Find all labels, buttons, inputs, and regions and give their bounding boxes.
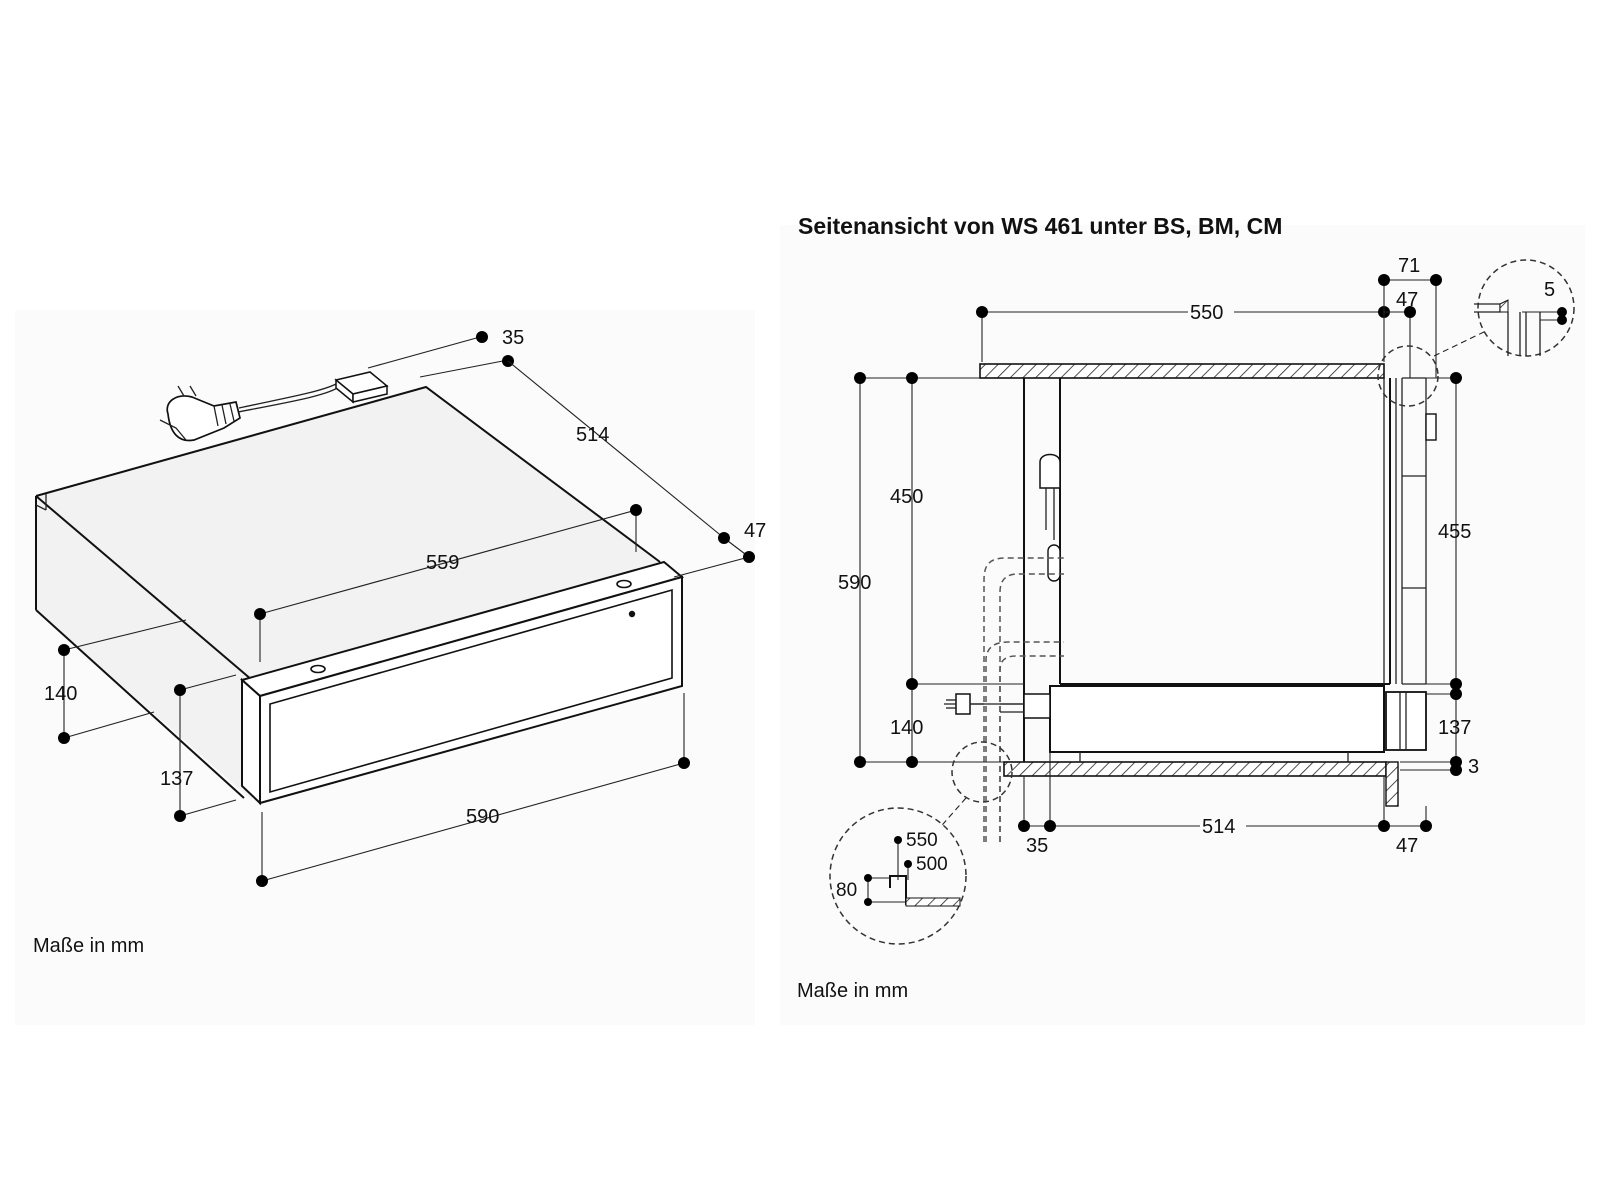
dim-140-left: 140 [44, 619, 187, 744]
isometric-view: 35 514 47 559 140 [33, 327, 766, 957]
dim-137-left: 137 [160, 674, 237, 822]
dashed-duct [983, 557, 1064, 842]
label-514-bottom: 514 [1202, 816, 1235, 838]
countertop-hatched [979, 363, 1385, 379]
label-47-top: 47 [1396, 289, 1418, 311]
units-note-right: Maße in mm [797, 980, 908, 1002]
label-47-bottom: 47 [1396, 835, 1418, 857]
label-514: 514 [576, 424, 609, 446]
dim-455-137-3-vertical: 455 137 3 [1400, 372, 1479, 778]
detail-label-500: 500 [916, 854, 948, 875]
label-590-left: 590 [466, 806, 499, 828]
dim-35-514-47-bottom: 514 35 47 [1018, 752, 1432, 857]
detail-label-80: 80 [836, 880, 857, 901]
dim-590-vertical: 590 [838, 372, 1004, 768]
detail-circle-top: 5 [1377, 259, 1575, 407]
oven-connector [1039, 453, 1061, 582]
label-559: 559 [426, 552, 459, 574]
oven-door [1383, 377, 1437, 685]
label-590-right: 590 [838, 572, 871, 594]
side-view: Seitenansicht von WS 461 unter BS, BM, C… [797, 213, 1575, 1002]
label-35: 35 [502, 327, 524, 349]
dim-71-47-top: 71 47 [1378, 255, 1442, 378]
dim-450-140-vertical: 450 140 [890, 372, 1024, 768]
label-5: 5 [1544, 279, 1555, 301]
drawer-housing [35, 385, 661, 800]
label-35-bottom: 35 [1026, 835, 1048, 857]
side-plug-icon [944, 693, 1051, 719]
dim-514-depth: 514 [507, 360, 725, 539]
label-140-right: 140 [890, 717, 923, 739]
detail-circle-bottom: 550 500 80 [829, 741, 1013, 945]
units-note-left: Maße in mm [33, 935, 144, 957]
indicator-light [628, 610, 636, 618]
detail-label-550: 550 [906, 830, 938, 851]
label-47-left: 47 [744, 520, 766, 542]
label-137-left: 137 [160, 768, 193, 790]
dim-559-width: 559 [254, 504, 642, 662]
side-view-title: Seitenansicht von WS 461 unter BS, BM, C… [798, 213, 1282, 239]
front-knob-left [310, 664, 326, 674]
label-140-left: 140 [44, 683, 77, 705]
label-550-top: 550 [1190, 302, 1223, 324]
dim-590-width: 590 [256, 693, 690, 887]
label-450: 450 [890, 486, 923, 508]
label-3: 3 [1468, 756, 1479, 778]
drawer-front-panel [239, 560, 685, 806]
label-71: 71 [1398, 255, 1420, 277]
label-455: 455 [1438, 521, 1471, 543]
dim-550-top: 550 [976, 300, 1390, 362]
cabinet-bottom-hatched [1003, 761, 1387, 777]
dim-47-front: 47 [673, 520, 766, 578]
label-137-right: 137 [1438, 717, 1471, 739]
power-plug-icon [159, 371, 389, 442]
front-knob-right [616, 579, 632, 589]
